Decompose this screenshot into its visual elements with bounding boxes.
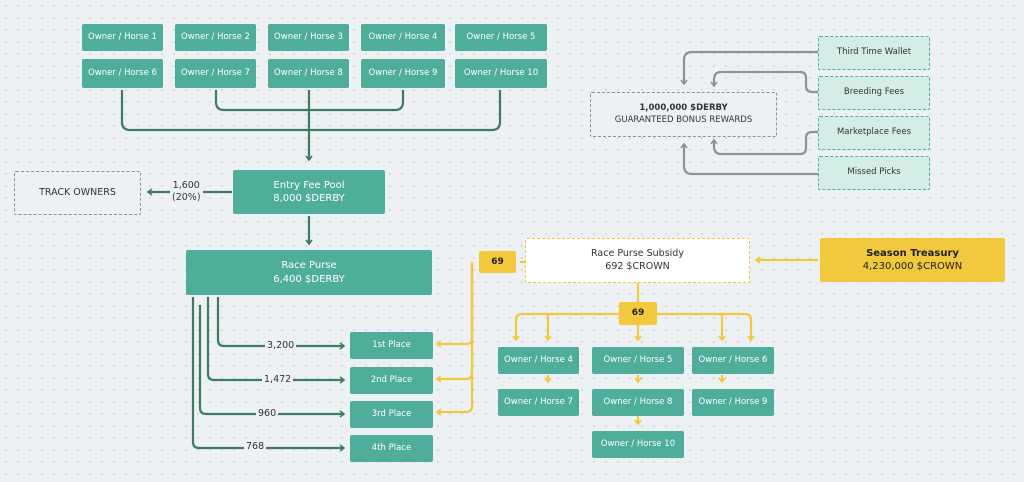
subsidy-owner-horse-7-label: Owner / Horse 7 <box>504 396 573 407</box>
subsidy-owner-horse-8-label: Owner / Horse 8 <box>603 396 673 407</box>
subsidy-owner-horse-5-label: Owner / Horse 5 <box>603 354 673 365</box>
owner-horse-5-node[interactable]: Owner / Horse 5 <box>455 24 547 51</box>
subsidy-owner-horse-4-label: Owner / Horse 4 <box>504 354 573 365</box>
owner-horse-8-label: Owner / Horse 8 <box>274 67 343 78</box>
season-treasury-title: Season Treasury <box>866 247 959 259</box>
track-owners-share: 1,600 (20%) <box>170 180 203 204</box>
third-place-label: 3rd Place <box>371 408 412 419</box>
race-purse-amount: 6,400 $DERBY <box>273 273 345 285</box>
fourth-place-amount: 768 <box>244 441 267 453</box>
owner-horse-3-node[interactable]: Owner / Horse 3 <box>268 24 349 51</box>
subsidy-owner-horse-6-node[interactable]: Owner / Horse 6 <box>692 347 774 374</box>
track-owners-label: TRACK OWNERS <box>39 186 116 198</box>
fourth-place-node[interactable]: 4th Place <box>350 435 433 462</box>
owner-horse-9-node[interactable]: Owner / Horse 9 <box>361 59 445 88</box>
race-purse-subsidy-node[interactable]: Race Purse Subsidy 692 $CROWN <box>525 238 750 283</box>
subsidy-owner-horse-8-node[interactable]: Owner / Horse 8 <box>592 389 684 416</box>
subsidy-owner-horse-5-node[interactable]: Owner / Horse 5 <box>592 347 684 374</box>
owner-horse-2-label: Owner / Horse 2 <box>181 31 250 42</box>
third-place-node[interactable]: 3rd Place <box>350 401 433 428</box>
track-owners-amount: 1,600 <box>172 180 200 191</box>
marketplace-fees-node[interactable]: Marketplace Fees <box>818 116 930 150</box>
owner-horse-3-label: Owner / Horse 3 <box>274 31 343 42</box>
owner-horse-4-label: Owner / Horse 4 <box>368 31 438 42</box>
breeding-fees-node[interactable]: Breeding Fees <box>818 76 930 110</box>
third-time-wallet-label: Third Time Wallet <box>836 47 912 58</box>
owner-horse-6-label: Owner / Horse 6 <box>88 67 157 78</box>
marketplace-fees-label: Marketplace Fees <box>836 127 912 138</box>
first-place-node[interactable]: 1st Place <box>350 332 433 359</box>
race-purse-subsidy-amount: 692 $CROWN <box>605 260 670 272</box>
second-place-node[interactable]: 2nd Place <box>350 367 433 394</box>
second-place-amount: 1,472 <box>262 374 294 386</box>
first-place-label: 1st Place <box>372 339 411 350</box>
season-treasury-amount: 4,230,000 $CROWN <box>862 261 963 272</box>
bonus-rewards-label: GUARANTEED BONUS REWARDS <box>614 114 753 125</box>
owner-horse-4-node[interactable]: Owner / Horse 4 <box>361 24 445 51</box>
race-purse-subsidy-title: Race Purse Subsidy <box>591 247 684 259</box>
owner-horse-9-label: Owner / Horse 9 <box>368 67 438 78</box>
subsidy-owner-horse-9-node[interactable]: Owner / Horse 9 <box>692 389 774 416</box>
race-purse-title: Race Purse <box>281 260 337 271</box>
subsidy-owner-horse-10-node[interactable]: Owner / Horse 10 <box>592 431 684 458</box>
subsidy-owner-horse-10-label: Owner / Horse 10 <box>600 438 676 449</box>
owner-horse-1-label: Owner / Horse 1 <box>88 31 157 42</box>
track-owners-node[interactable]: TRACK OWNERS <box>14 171 141 215</box>
first-place-amount: 3,200 <box>265 340 297 352</box>
subsidy-share-badge-down: 69 <box>619 302 657 325</box>
subsidy-owner-horse-7-node[interactable]: Owner / Horse 7 <box>498 389 579 416</box>
race-purse-node[interactable]: Race Purse 6,400 $DERBY <box>186 250 432 295</box>
owner-horse-5-label: Owner / Horse 5 <box>466 31 536 42</box>
third-time-wallet-node[interactable]: Third Time Wallet <box>818 36 930 70</box>
owner-horse-8-node[interactable]: Owner / Horse 8 <box>268 59 349 88</box>
breeding-fees-label: Breeding Fees <box>843 87 905 98</box>
season-treasury-node[interactable]: Season Treasury 4,230,000 $CROWN <box>820 238 1005 282</box>
owner-horse-1-node[interactable]: Owner / Horse 1 <box>82 24 163 51</box>
subsidy-share-down-value: 69 <box>631 308 645 319</box>
fourth-place-label: 4th Place <box>371 442 412 453</box>
bonus-rewards-amount: 1,000,000 $DERBY <box>639 103 728 114</box>
subsidy-share-badge-left: 69 <box>479 251 516 273</box>
second-place-label: 2nd Place <box>370 374 413 385</box>
bonus-rewards-node[interactable]: 1,000,000 $DERBY GUARANTEED BONUS REWARD… <box>590 92 777 137</box>
subsidy-owner-horse-6-label: Owner / Horse 6 <box>698 354 768 365</box>
entry-fee-pool-title: Entry Fee Pool <box>273 179 345 191</box>
subsidy-share-left-value: 69 <box>491 256 504 267</box>
missed-picks-node[interactable]: Missed Picks <box>818 156 930 190</box>
track-owners-percent: (20%) <box>172 191 201 203</box>
entry-fee-pool-amount: 8,000 $DERBY <box>273 193 345 204</box>
missed-picks-label: Missed Picks <box>847 167 901 178</box>
subsidy-owner-horse-9-label: Owner / Horse 9 <box>698 396 768 407</box>
owner-horse-7-node[interactable]: Owner / Horse 7 <box>175 59 256 88</box>
owner-horse-2-node[interactable]: Owner / Horse 2 <box>175 24 256 51</box>
third-place-amount: 960 <box>256 408 279 420</box>
entry-fee-pool-node[interactable]: Entry Fee Pool 8,000 $DERBY <box>233 170 385 214</box>
owner-horse-10-node[interactable]: Owner / Horse 10 <box>455 59 547 88</box>
owner-horse-6-node[interactable]: Owner / Horse 6 <box>82 59 163 88</box>
owner-horse-7-label: Owner / Horse 7 <box>181 67 250 78</box>
subsidy-owner-horse-4-node[interactable]: Owner / Horse 4 <box>498 347 579 374</box>
owner-horse-10-label: Owner / Horse 10 <box>463 67 539 78</box>
